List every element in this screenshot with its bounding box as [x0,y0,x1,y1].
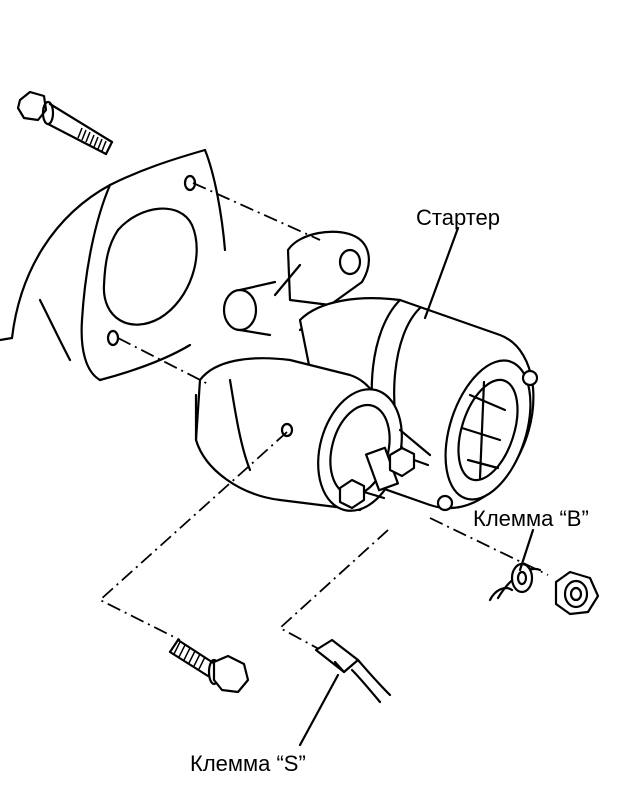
starter-label: Стартер [416,205,501,230]
starter-motor [194,230,539,512]
terminal-b-nut-and-washer [488,562,600,616]
terminal-s-label: Клемма “S” [190,751,306,776]
leader-lines [298,226,535,747]
engine-flange-housing [0,148,227,382]
alignment-lines [98,182,549,656]
terminal-b-label: Клемма “B” [473,506,589,531]
lower-mounting-bolt [168,638,250,694]
terminal-s-connector [314,638,392,704]
upper-mounting-bolt [16,90,114,156]
